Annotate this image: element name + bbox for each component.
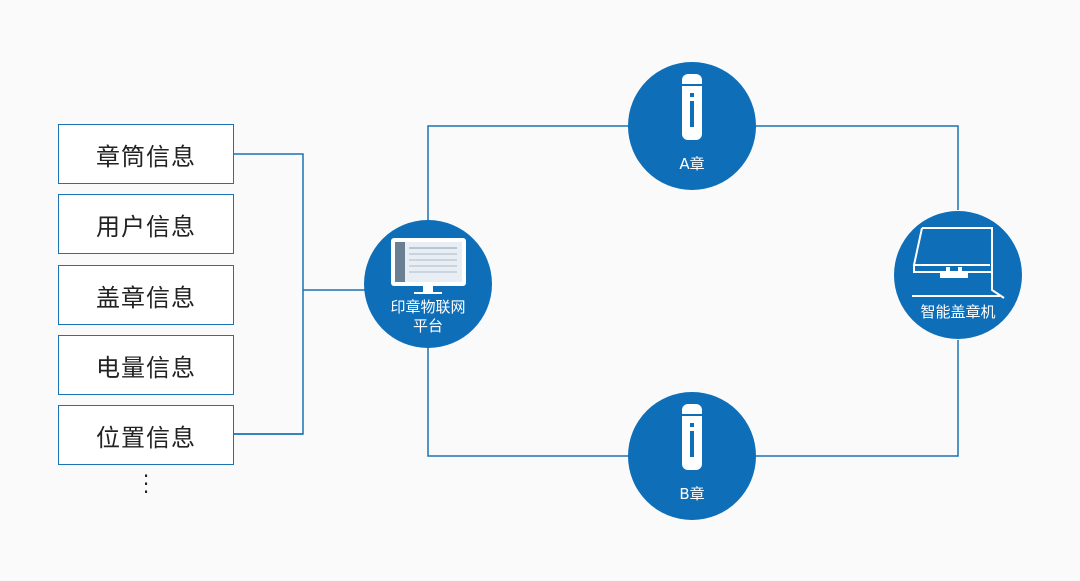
seal-b-label: B章 — [679, 485, 705, 503]
platform-label-line1: 印章物联网 — [390, 298, 466, 316]
info-item-battery: 电量信息 — [58, 335, 234, 395]
seal-b-icon — [682, 404, 702, 470]
platform-label: 印章物联网 平台 — [378, 298, 478, 336]
more-items-ellipsis: ··· — [142, 464, 150, 504]
stamping-machine-icon — [912, 227, 1005, 299]
machine-label: 智能盖章机 — [920, 303, 996, 321]
info-item-user: 用户信息 — [58, 194, 234, 254]
info-item-seal-barrel: 章筒信息 — [58, 124, 234, 184]
platform-to-seal-a-connector — [427, 125, 630, 233]
info-item-location: 位置信息 — [58, 405, 234, 465]
monitor-icon — [391, 238, 466, 294]
platform-label-line2: 平台 — [412, 317, 443, 335]
info-item-stamping: 盖章信息 — [58, 265, 234, 325]
seal-b-to-platform-connector — [427, 345, 630, 457]
seal-a-icon — [682, 74, 702, 140]
info-bracket-top — [234, 153, 304, 435]
seal-a-to-machine-connector — [756, 125, 959, 210]
seal-a-label: A章 — [679, 155, 705, 173]
machine-to-seal-b-connector — [756, 340, 959, 457]
